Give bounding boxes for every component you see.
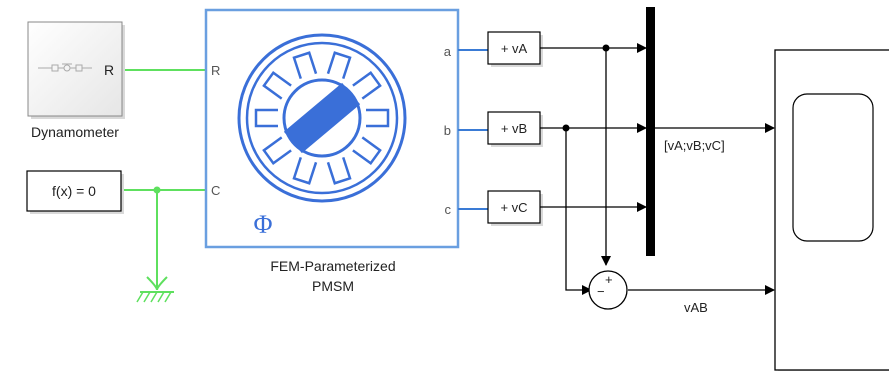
stator-slot bbox=[366, 108, 390, 128]
pmsm-port-a: a bbox=[444, 44, 452, 59]
pmsm-port-r: R bbox=[211, 63, 220, 78]
stator-slot bbox=[326, 51, 352, 80]
stator-slot bbox=[292, 156, 318, 185]
vab-signal-label: vAB bbox=[684, 300, 708, 315]
voltage-sensor-c[interactable]: + vC bbox=[487, 190, 543, 226]
flux-icon: Φ bbox=[253, 210, 272, 239]
pmsm-label-line1: FEM-Parameterized bbox=[270, 258, 395, 274]
junction-dot bbox=[153, 186, 161, 194]
scope-block[interactable] bbox=[774, 49, 889, 371]
dynamometer-label: Dynamometer bbox=[31, 124, 119, 140]
mux-block[interactable] bbox=[646, 7, 655, 256]
stator-slot bbox=[254, 108, 278, 128]
dynamometer-block[interactable]: R bbox=[27, 21, 125, 119]
stator-slot bbox=[326, 156, 352, 185]
sensor-a-label: + vA bbox=[501, 41, 528, 56]
pmsm-port-b: b bbox=[444, 123, 451, 138]
pmsm-label-line2: PMSM bbox=[312, 278, 354, 294]
physical-connections bbox=[122, 69, 208, 290]
stator-slot bbox=[352, 136, 382, 166]
electrical-connections bbox=[458, 49, 488, 210]
pmsm-port-c-out: c bbox=[445, 202, 452, 217]
voltage-sensor-a[interactable]: + vA bbox=[487, 31, 543, 67]
resistor-icon bbox=[38, 63, 92, 72]
branch-dot-va bbox=[602, 44, 610, 52]
sum-block[interactable]: + − bbox=[588, 270, 628, 310]
signal-lines bbox=[540, 43, 775, 295]
stator-slot bbox=[262, 136, 292, 166]
motor-icon bbox=[237, 33, 407, 203]
sum-plus-sign: + bbox=[605, 272, 613, 287]
scope-screen-icon bbox=[792, 93, 874, 242]
stator-slot bbox=[262, 70, 292, 100]
sum-minus-sign: − bbox=[597, 284, 605, 299]
dynamometer-port-r: R bbox=[104, 62, 114, 78]
stator-slot bbox=[292, 51, 318, 80]
mux-signal-label: [vA;vB;vC] bbox=[664, 138, 725, 153]
solver-configuration-block[interactable]: f(x) = 0 bbox=[26, 170, 124, 214]
pmsm-block[interactable]: Φ R C a b c bbox=[204, 8, 460, 249]
constant-expression: f(x) = 0 bbox=[52, 183, 96, 199]
branch-dot-vb bbox=[562, 124, 570, 132]
voltage-sensor-b[interactable]: + vB bbox=[487, 111, 543, 147]
mechanical-ground-icon[interactable] bbox=[136, 276, 174, 303]
sensor-b-label: + vB bbox=[501, 121, 527, 136]
pmsm-port-c: C bbox=[211, 183, 220, 198]
sensor-c-label: + vC bbox=[500, 200, 527, 215]
stator-slot bbox=[352, 70, 382, 100]
signal-vb-to-sum[interactable] bbox=[565, 128, 592, 295]
svg-text:Φ: Φ bbox=[253, 210, 272, 239]
